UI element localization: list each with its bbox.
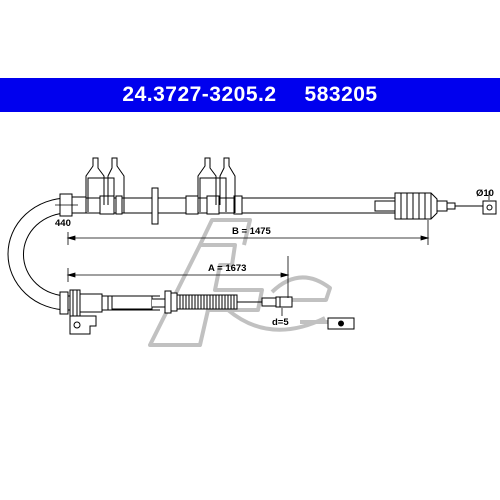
left-end-bracket [59, 289, 109, 335]
cable-outer [7, 197, 395, 311]
nipple-diameter-label: d=5 [272, 317, 289, 328]
dimension-b-label: B = 1475 [232, 226, 272, 237]
header-bar: 24.3727-3205.2 583205 [0, 78, 500, 112]
lower-nipple [261, 296, 293, 308]
dimension-a-label: A = 1673 [208, 263, 246, 274]
spring-coils [179, 295, 235, 309]
ate-logo-watermark [148, 218, 335, 347]
part-number: 24.3727-3205.2 [122, 83, 277, 106]
dimension-b [66, 220, 430, 245]
mounting-clips [85, 157, 236, 213]
dimension-440-label: 440 [55, 218, 71, 229]
diameter-label: Ø10 [476, 188, 494, 199]
reference-number: 583205 [304, 83, 378, 106]
dimension-a [66, 256, 290, 298]
end-cap-detail [327, 317, 355, 330]
right-end-fitting [374, 192, 497, 220]
